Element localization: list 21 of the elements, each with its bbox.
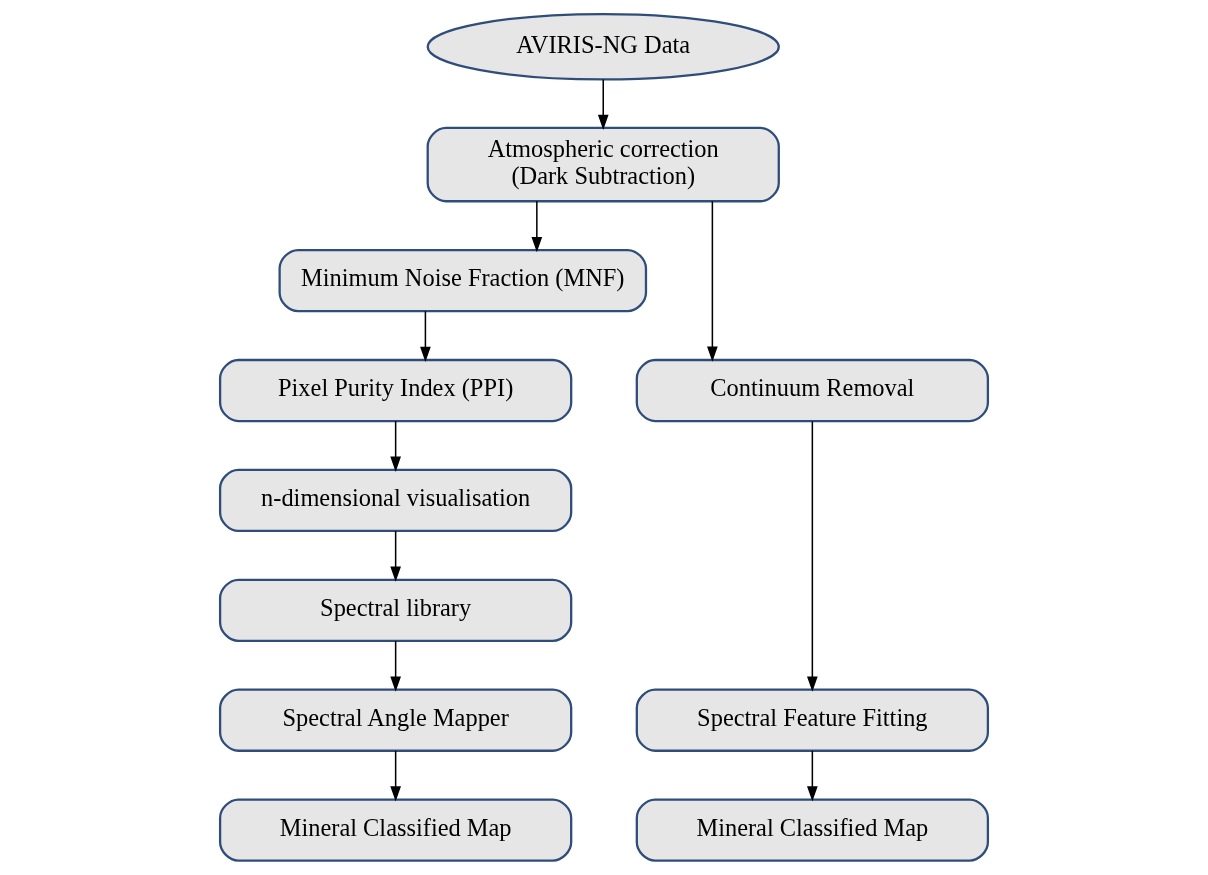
node-box: Minimum Noise Fraction (MNF) <box>278 248 648 313</box>
arrow <box>390 640 401 692</box>
arrow <box>807 420 818 692</box>
arrow <box>807 750 818 802</box>
node-box: Spectral library <box>218 578 573 642</box>
node-box: n-dimensional visualisation <box>218 468 573 533</box>
node-box: Atmospheric correction (Dark Subtraction) <box>426 126 780 203</box>
node-box: Continuum Removal <box>635 358 990 423</box>
node-ellipse: AVIRIS-NG Data <box>426 12 780 81</box>
arrow <box>420 310 431 362</box>
node-box: Pixel Purity Index (PPI) <box>218 358 573 423</box>
arrow <box>707 200 718 362</box>
node-box: Spectral Angle Mapper <box>218 688 573 752</box>
arrow <box>390 420 401 472</box>
arrow <box>531 200 543 253</box>
arrow <box>390 530 401 582</box>
arrow <box>390 750 401 802</box>
node-box: Mineral Classified Map <box>635 798 990 862</box>
node-box: Mineral Classified Map <box>218 798 573 862</box>
arrow <box>597 78 609 131</box>
node-box: Spectral Feature Fitting <box>635 688 990 752</box>
